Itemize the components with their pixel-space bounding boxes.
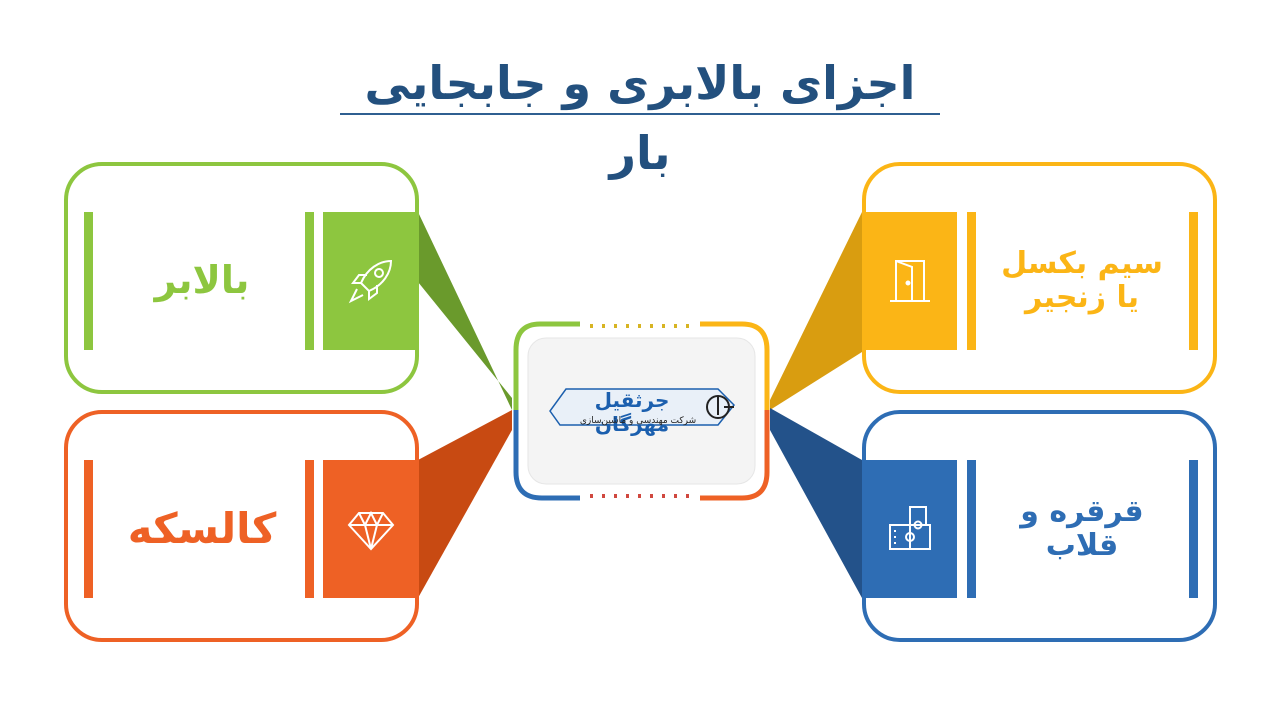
logo-badge: [549, 388, 736, 426]
connector-bar-lift: [418, 212, 512, 410]
connector-pulley-hook: [770, 408, 862, 598]
accent-bar: [84, 460, 93, 598]
accent-bar: [305, 460, 314, 598]
band-carriage: کالسکه: [62, 460, 419, 598]
accent-bar: [305, 212, 314, 350]
accent-bar: [84, 212, 93, 350]
accent-bar: [1189, 212, 1198, 350]
rocket-icon: [323, 212, 418, 350]
label-wire-rope: سیم بکسل یا زنجیر: [1001, 245, 1163, 315]
puzzle-icon: [862, 460, 957, 598]
connector-wire-rope: [770, 212, 862, 410]
band-lift: بالابر: [62, 212, 419, 350]
title-underline: [340, 113, 940, 115]
diamond-icon: [323, 460, 418, 598]
label-lift: بالابر: [154, 258, 250, 303]
accent-bar: [967, 460, 976, 598]
door-icon: [862, 212, 957, 350]
card-pulley-hook: [862, 410, 1217, 642]
logo-name: جرثقیل مهرگان: [594, 388, 670, 436]
company-logo: جرثقیل مهرگان شرکت مهندسی و ماشین‌سازی: [548, 385, 738, 436]
label-pulley-hook: قرقره و قلاب: [1020, 493, 1144, 563]
page-title: اجزای بالابری و جابجایی بار: [364, 56, 916, 180]
label-carriage: کالسکه: [127, 503, 277, 553]
accent-bar: [1189, 460, 1198, 598]
connector-carriage: [418, 410, 512, 598]
band-pulley-hook: قرقره و قلاب: [862, 460, 1219, 598]
band-wire-rope: سیم بکسل یا زنجیر: [862, 212, 1219, 350]
accent-bar: [967, 212, 976, 350]
logo-subtitle: شرکت مهندسی و ماشین‌سازی: [579, 416, 697, 426]
